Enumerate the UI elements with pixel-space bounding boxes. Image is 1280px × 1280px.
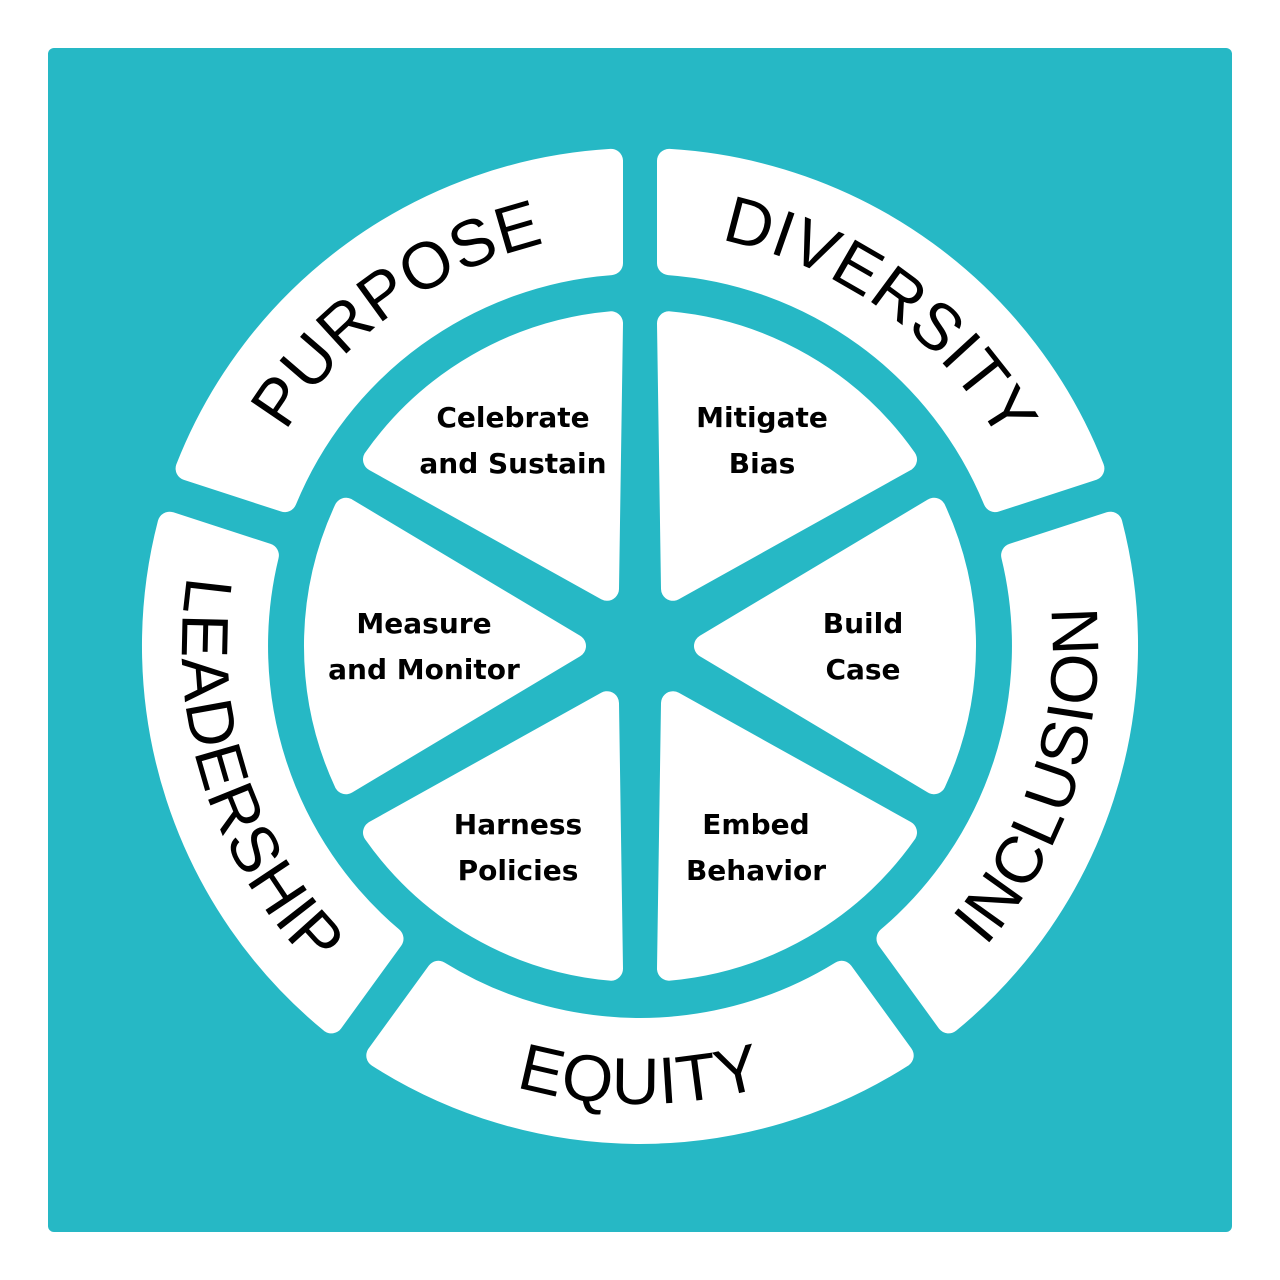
wheel-wedge-measure-monitor: [304, 497, 586, 795]
wheel-wedge-celebrate-sustain: [363, 311, 623, 601]
wheel-wedge-harness-policies: [363, 691, 623, 981]
ring-segment-leadership: [141, 511, 404, 1034]
wheel-wedge-embed-behavior: [657, 691, 917, 981]
wheel-wedge-mitigate-bias: [657, 311, 917, 601]
ring-segment-purpose: [175, 148, 623, 513]
ring-segment-equity: [366, 960, 914, 1144]
ring-segment-diversity: [657, 148, 1105, 513]
ring-segment-inclusion: [876, 511, 1139, 1034]
wheel-wedge-build-case: [694, 497, 976, 795]
